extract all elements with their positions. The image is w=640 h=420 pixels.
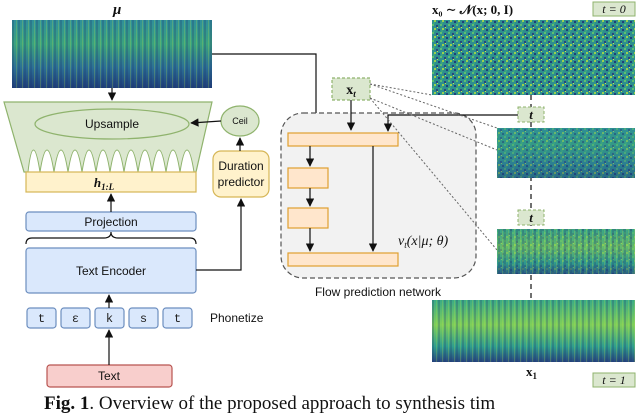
duration-label-line2: predictor — [218, 175, 265, 189]
x1-subscript: 1 — [533, 371, 538, 381]
phoneme-label: k — [106, 312, 113, 326]
h-subscript: 1:L — [101, 182, 114, 192]
phonetize-label: Phonetize — [210, 311, 264, 325]
encoder-brace — [25, 231, 197, 245]
network-output-layer — [287, 252, 399, 267]
t0-badge: t = 0 — [592, 1, 636, 17]
network-input-layer — [287, 132, 399, 147]
ceil-to-upsample-arrow — [190, 118, 222, 127]
flow-matching-tts-diagram: μ Upsample Ceil h1:L Duration predictor … — [3, 1, 636, 388]
svg-text:h1:L: h1:L — [94, 175, 115, 192]
intermediate-spectrogram-1 — [497, 128, 635, 178]
svg-text:vt(x|μ; θ): vt(x|μ; θ) — [398, 234, 449, 250]
t1-badge: t = 1 — [592, 372, 636, 388]
hidden-sequence-bar: h1:L — [25, 171, 197, 193]
phoneme-box: t — [162, 307, 193, 329]
network-block-2 — [287, 207, 329, 229]
xt-label: x — [346, 83, 353, 98]
t1-badge-label: t = 1 — [602, 373, 625, 387]
t-node-upper-label: t — [529, 107, 533, 122]
figure-caption: Fig. 1. Overview of the proposed approac… — [44, 393, 634, 420]
duration-label-line1: Duration — [218, 159, 263, 173]
x0-noise-spectrogram — [432, 20, 635, 95]
caption-text: . Overview of the proposed approach to s… — [89, 393, 496, 414]
upsample-ellipse — [34, 108, 190, 140]
velocity-label: v — [398, 234, 405, 249]
text-input-label: Text — [98, 369, 121, 383]
network-block-1 — [287, 167, 329, 189]
flow-prediction-network: Flow prediction network — [280, 112, 477, 299]
xt-node: xt — [331, 77, 371, 101]
caption-prefix: Fig. 1 — [44, 393, 90, 414]
t0-badge-label: t = 0 — [602, 2, 625, 16]
t-to-network-arrow — [383, 114, 526, 132]
xt-subscript: t — [353, 89, 356, 99]
t-node-lower: t — [517, 209, 545, 226]
phoneme-box: k — [94, 307, 125, 329]
text-encoder-block: Text Encoder — [25, 247, 197, 294]
ceil-node: Ceil — [220, 105, 260, 137]
projection-label: Projection — [84, 215, 137, 229]
phoneme-label: t — [174, 312, 181, 326]
phoneme-label: s — [140, 312, 147, 326]
svg-text:xt: xt — [346, 83, 356, 99]
svg-text:x1: x1 — [526, 364, 538, 381]
xt-zoom-guides — [369, 83, 498, 251]
h-label: h — [94, 175, 101, 190]
phoneme-box: ɛ — [60, 307, 91, 329]
upsample-label: Upsample — [85, 117, 139, 131]
encoder-to-duration-arrow — [196, 198, 246, 271]
text-input-block: Text — [46, 364, 173, 388]
intermediate-spectrogram-2 — [497, 229, 635, 274]
phoneme-box: t — [26, 307, 57, 329]
phoneme-label: ɛ — [72, 312, 79, 326]
velocity-args: (x|μ; θ) — [407, 234, 449, 249]
duration-predictor: Duration predictor — [212, 150, 270, 198]
phoneme-sequence: t ɛ k s t — [26, 307, 193, 329]
x1-spectrogram — [432, 300, 635, 362]
velocity-subscript: t — [404, 240, 407, 250]
t-node-lower-label: t — [529, 210, 533, 225]
mu-label: μ — [112, 2, 121, 18]
upsample-block: Upsample — [3, 101, 213, 173]
x0-formula: x₀ ∼ 𝒩(x; 0, I) — [432, 2, 513, 17]
flow-network-label: Flow prediction network — [315, 285, 442, 299]
projection-block: Projection — [25, 211, 197, 232]
x1-label: x — [526, 364, 533, 379]
mu-to-network-arrow — [212, 53, 321, 131]
ceil-label: Ceil — [232, 116, 248, 126]
mu-spectrogram — [12, 20, 212, 88]
text-encoder-label: Text Encoder — [76, 264, 146, 278]
t-node-upper: t — [517, 106, 545, 123]
phoneme-box: s — [128, 307, 159, 329]
phoneme-label: t — [38, 312, 45, 326]
